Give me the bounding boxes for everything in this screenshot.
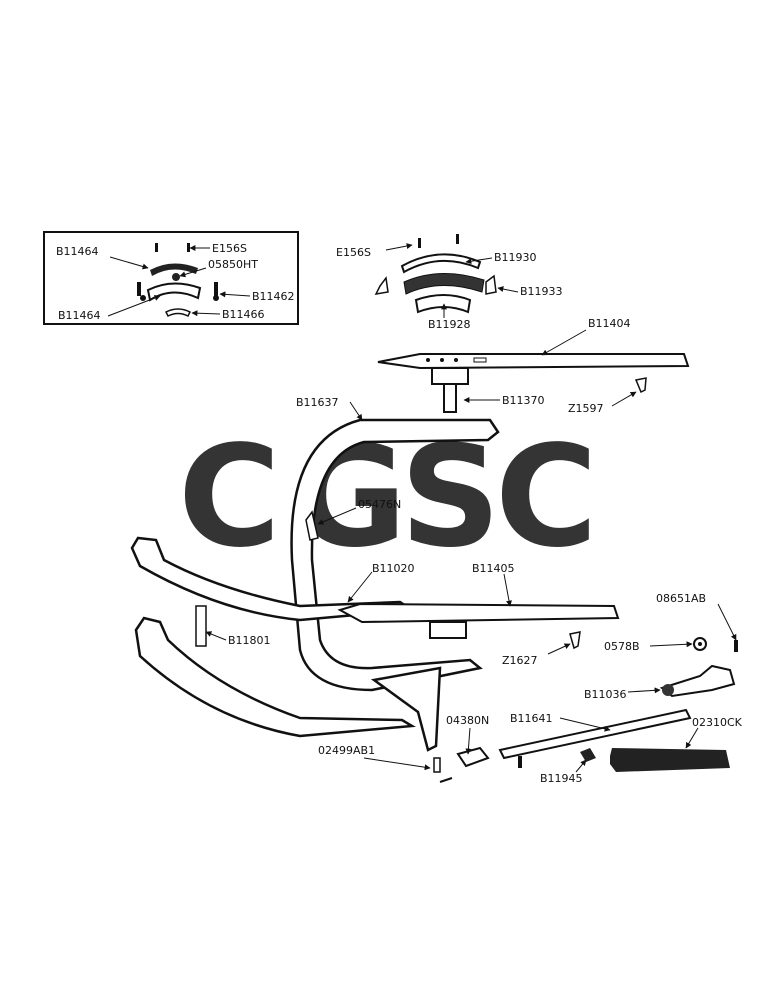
bracket-plate (370, 666, 442, 752)
label-b11405: B11405 (472, 562, 515, 575)
label-05476n: 05476N (358, 498, 401, 511)
label-b11933: B11933 (520, 285, 563, 298)
label-e1565-inset: E156S (212, 242, 247, 255)
label-z1597: Z1597 (568, 402, 604, 415)
top-bar-b11404: B11404 B11370 Z1597 (377, 317, 690, 415)
label-e1565-main: E156S (336, 246, 371, 259)
label-b11945: B11945 (540, 772, 583, 785)
right-hardware: 08651AB 0578B B11036 (584, 592, 738, 701)
cross-bar-b11405: B11405 Z1627 (337, 562, 620, 667)
watermark-letter-4: C (495, 416, 598, 579)
label-b11464-bottom: B11464 (58, 309, 101, 322)
lower-runner: B11801 (134, 605, 416, 738)
label-b11020: B11020 (372, 562, 415, 575)
rod-and-spring: B11641 02310CK (498, 708, 743, 772)
small-parts: 04380N B11945 02499AB1 (318, 714, 596, 785)
label-b11801: B11801 (228, 634, 271, 647)
label-b11928: B11928 (428, 318, 471, 331)
label-08651ab: 08651AB (656, 592, 706, 605)
label-05850ht: 05850HT (208, 258, 258, 271)
watermark: C G S C (178, 416, 598, 579)
watermark-letter-3: S (400, 416, 501, 579)
label-02499ab1: 02499AB1 (318, 744, 375, 757)
label-04380n: 04380N (446, 714, 489, 727)
label-b11370: B11370 (502, 394, 545, 407)
label-b11462: B11462 (252, 290, 295, 303)
label-b11036: B11036 (584, 688, 627, 701)
label-z1627: Z1627 (502, 654, 538, 667)
label-0578b: 0578B (604, 640, 640, 653)
label-b11404: B11404 (588, 317, 631, 330)
watermark-letter-1: C (178, 416, 281, 579)
label-b11466: B11466 (222, 308, 265, 321)
label-b11930: B11930 (494, 251, 537, 264)
label-02310ck: 02310CK (692, 716, 743, 729)
frame-tube: B11637 05476N (290, 396, 500, 692)
inset-detail-box: B11464 E156S 05850HT B11462 B11464 B1146… (43, 231, 299, 325)
segment-assembly: E156S B11930 B11933 B11928 (336, 234, 563, 331)
label-b11637: B11637 (296, 396, 339, 409)
label-b11641: B11641 (510, 712, 553, 725)
label-b11464-top: B11464 (56, 245, 99, 258)
